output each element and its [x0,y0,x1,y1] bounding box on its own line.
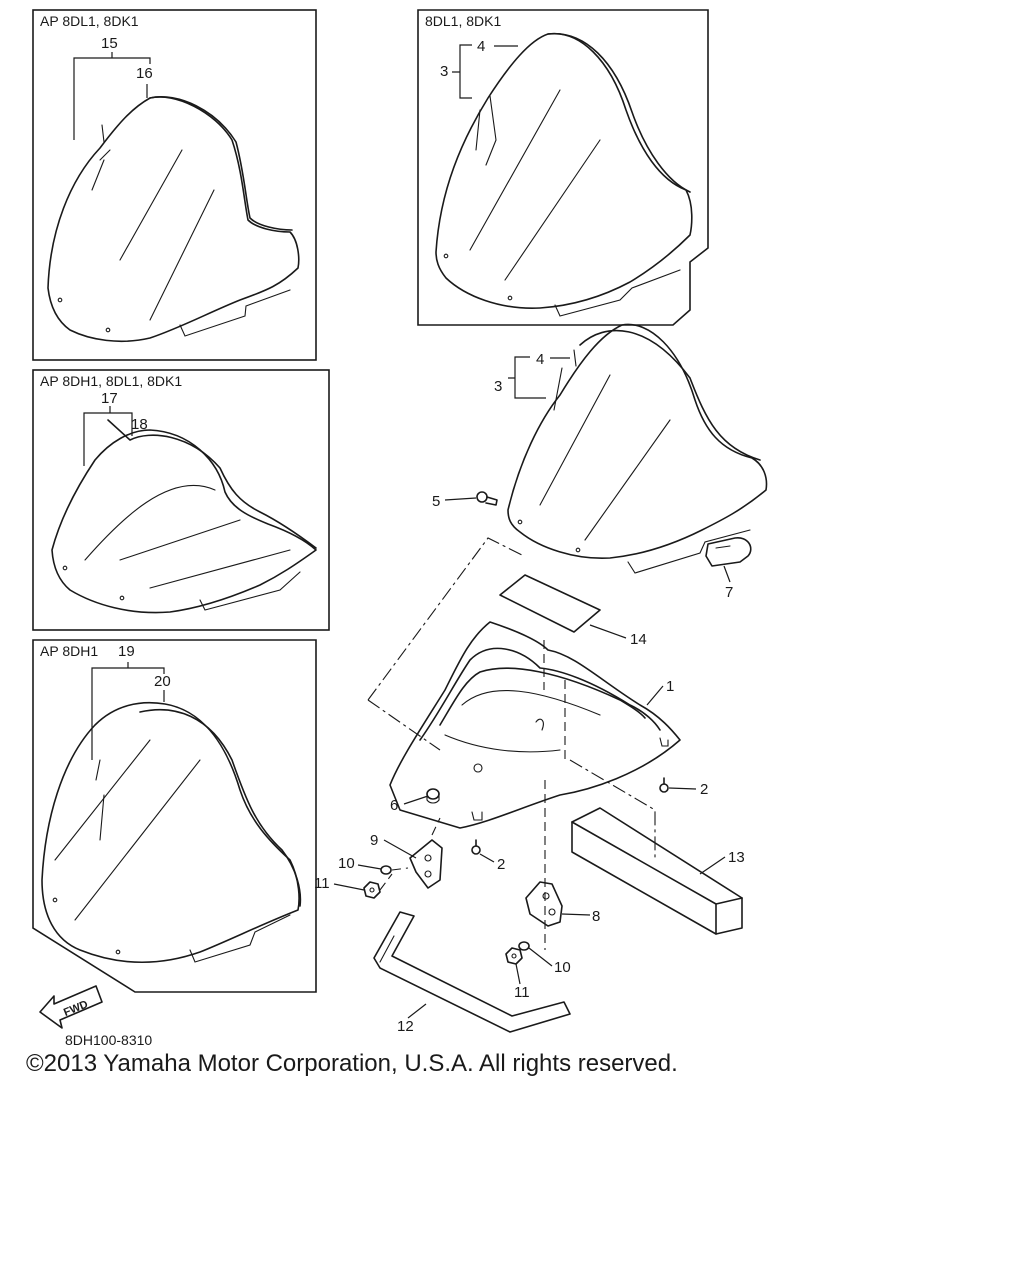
panel-middle-left: AP 8DH1, 8DL1, 8DK1 17 18 [32,369,330,631]
panel-title: AP 8DH1 [40,643,98,659]
bracket-7 [705,537,752,567]
bracket-19 [91,662,165,760]
panel-frame [32,639,317,993]
fwd-arrow-icon: FWD [39,985,103,1029]
windshield-3-top [435,32,693,317]
callout-4: 4 [477,38,485,55]
callout-11-right: 11 [514,984,530,1001]
leader-10-left [357,864,382,870]
callout-3: 3 [440,63,448,80]
nut-11-right [505,947,523,965]
panel-frame [417,9,709,326]
callout-13: 13 [728,849,745,866]
callout-16: 16 [136,65,153,82]
leader-9 [383,839,417,859]
callout-18: 18 [131,416,148,433]
washer-10-left [380,865,392,875]
callout-2-right: 2 [700,781,708,798]
leader-2-left [479,853,495,863]
fwd-label: FWD [62,998,90,1019]
projection-line [367,699,441,751]
callout-3-assembly: 3 [494,378,502,395]
panel-top-left: AP 8DL1, 8DK1 15 16 [32,9,317,361]
leader-2-right [668,787,697,790]
grommet-6 [426,788,440,804]
callout-7: 7 [725,584,733,601]
dashed-guide [543,640,566,950]
windshield-3 [507,323,768,574]
leader-14 [589,624,627,639]
callout-6: 6 [390,797,398,814]
windshield-15 [47,96,300,343]
nut-11-left [363,881,381,899]
panel-frame [32,9,317,361]
projection-line [367,537,525,701]
callout-9: 9 [370,832,378,849]
copyright-notice: ©2013 Yamaha Motor Corporation, U.S.A. A… [26,1050,678,1077]
dashed-guide [379,867,409,891]
cowling-1 [389,621,681,829]
panel-title: AP 8DH1, 8DL1, 8DK1 [40,373,182,389]
callout-4-assembly: 4 [536,351,544,368]
leader-8 [561,913,591,916]
panel-bottom-left: AP 8DH1 19 20 [32,639,317,993]
leader-7 [723,565,731,583]
leader-11-right [515,963,521,985]
panel-frame [32,369,330,631]
callout-19: 19 [118,643,135,660]
windshield-19 [41,701,302,964]
leader-10-right [528,947,553,967]
windshield-17 [51,419,317,614]
leader-13 [699,856,726,875]
callout-11-left: 11 [314,875,330,892]
bracket-3-assembly [508,356,570,399]
callout-20: 20 [154,673,171,690]
pad-14 [499,574,601,633]
diagram-code: 8DH100-8310 [65,1032,152,1048]
screw-2-left [471,839,481,855]
panel-title: 8DL1, 8DK1 [425,13,501,29]
callout-10-left: 10 [338,855,355,872]
leader-5 [444,497,477,501]
callout-10-right: 10 [554,959,571,976]
panel-top-right: 8DL1, 8DK1 3 4 [417,9,709,326]
callout-8: 8 [592,908,600,925]
callout-5: 5 [432,493,440,510]
bracket-9 [409,817,443,889]
leader-1 [646,685,664,706]
leader-12 [407,1003,427,1019]
trim-strip-12 [373,911,571,1033]
screw-5 [476,491,498,506]
callout-15: 15 [101,35,118,52]
callout-2-left: 2 [497,856,505,873]
callout-12: 12 [397,1018,414,1035]
washer-10-right [518,941,530,951]
leader-11-left [333,883,365,891]
bracket-15 [73,52,151,140]
callout-1: 1 [666,678,674,695]
foam-block-13 [571,807,743,935]
callout-14: 14 [630,631,647,648]
screw-2-right [659,777,669,793]
panel-title: AP 8DL1, 8DK1 [40,13,139,29]
leader-6 [403,795,429,805]
bracket-17 [83,406,133,466]
bracket-3 [452,44,518,99]
callout-17: 17 [101,390,118,407]
bracket-8 [525,881,563,927]
